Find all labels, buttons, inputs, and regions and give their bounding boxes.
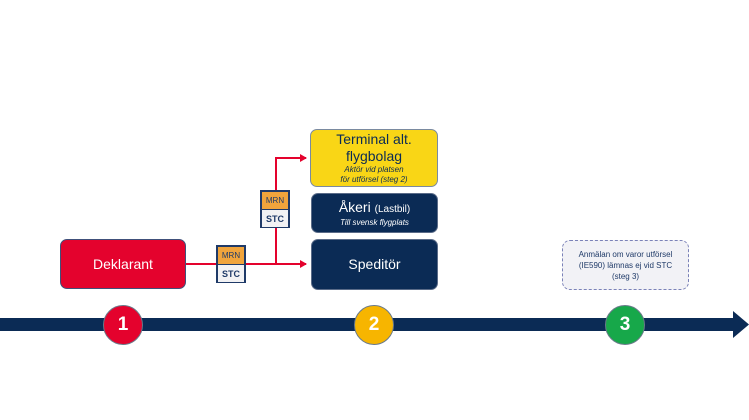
note-line3: (steg 3)	[611, 271, 640, 281]
step-1-circle: 1	[103, 305, 143, 345]
akeri-box: Åkeri (Lastbil) Till svensk flygplats	[311, 193, 438, 233]
terminal-box: Terminal alt. flygbolag Aktör vid platse…	[310, 129, 438, 187]
step-1-label: 1	[117, 314, 129, 335]
mrn-label: MRN	[218, 247, 244, 265]
note-box: Anmälan om varor utförsel (IE590) lämnas…	[562, 240, 689, 290]
step-2-circle: 2	[354, 305, 394, 345]
speditor-label: Speditör	[348, 256, 401, 272]
mrn-label: MRN	[262, 192, 288, 210]
step-2-label: 2	[368, 314, 380, 335]
step-3-circle: 3	[605, 305, 645, 345]
mrn-stc-document-lower: MRN STC	[216, 245, 246, 283]
akeri-title: Åkeri (Lastbil)	[339, 199, 410, 218]
terminal-subtitle-line2: för utförsel (steg 2)	[340, 175, 408, 184]
connector-to-terminal	[275, 154, 307, 264]
akeri-title-main: Åkeri	[338, 198, 371, 215]
akeri-title-suffix: (Lastbil)	[374, 203, 411, 215]
note-line1: Anmälan om varor utförsel	[578, 249, 673, 259]
deklarant-box: Deklarant	[60, 239, 186, 289]
step-3-label: 3	[619, 314, 631, 335]
timeline-arrowhead	[733, 311, 749, 338]
mrn-stc-document-upper: MRN STC	[260, 190, 290, 228]
stc-label: STC	[218, 265, 244, 282]
terminal-title-line1: Terminal alt.	[336, 131, 412, 147]
terminal-subtitle-line1: Aktör vid platsen	[344, 165, 404, 174]
akeri-subtitle: Till svensk flygplats	[340, 217, 409, 227]
deklarant-label: Deklarant	[93, 255, 153, 272]
terminal-title-line2: flygbolag	[345, 148, 403, 164]
speditor-box: Speditör	[311, 239, 438, 290]
stc-label: STC	[262, 210, 288, 227]
note-line2: (IE590) lämnas ej vid STC	[578, 260, 673, 270]
